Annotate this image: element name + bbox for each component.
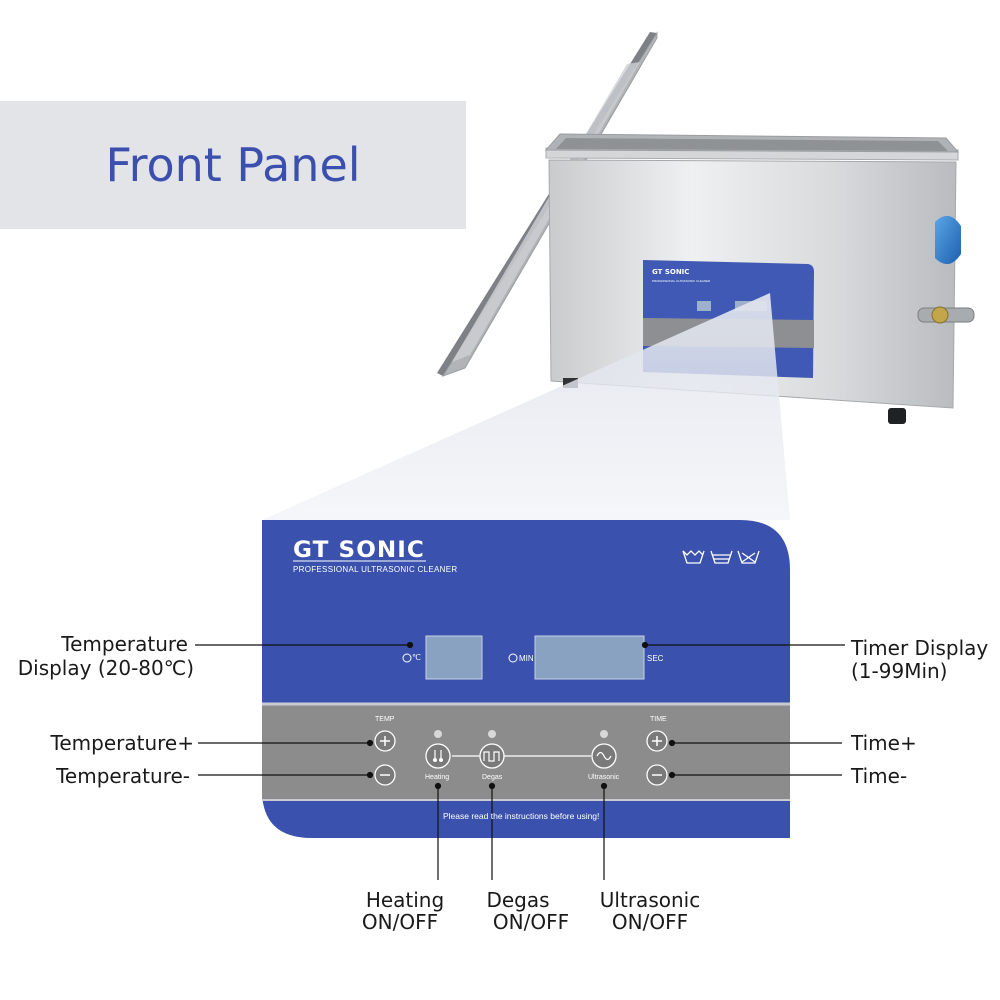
callout-timer-display-line2: (1-99Min) bbox=[851, 659, 948, 683]
time-section-label: TIME bbox=[650, 716, 667, 723]
clock-icon bbox=[508, 653, 518, 663]
ultrasonic-label: Ultrasonic bbox=[588, 774, 620, 781]
callout-temperature-display-line2: Display (20-80℃) bbox=[17, 656, 194, 680]
warning-text: Please read the instructions before usin… bbox=[443, 811, 600, 821]
degas-pulse-icon bbox=[483, 751, 500, 762]
callout-degas-line2: ON/OFF bbox=[492, 910, 570, 934]
sec-unit: SEC bbox=[647, 654, 664, 663]
callout-timer-display-line1: Timer Display bbox=[851, 636, 989, 660]
callout-temperature-minus: Temperature- bbox=[56, 764, 190, 788]
ultrasonic-button[interactable] bbox=[591, 743, 617, 769]
callout-ultrasonic-line1: Ultrasonic bbox=[599, 888, 701, 912]
temp-section-label: TEMP bbox=[375, 716, 395, 723]
control-panel bbox=[262, 520, 790, 838]
heating-button[interactable] bbox=[425, 743, 451, 769]
callout-degas-line1: Degas bbox=[486, 888, 550, 912]
thermometer-icon bbox=[402, 653, 412, 663]
brand-logo: GT SONIC bbox=[293, 538, 425, 563]
degas-label: Degas bbox=[482, 774, 503, 781]
wash-symbol-icon bbox=[682, 550, 705, 564]
brand-tagline: PROFESSIONAL ULTRASONIC CLEANER bbox=[293, 565, 458, 574]
callout-lines bbox=[195, 641, 845, 880]
callout-time-plus: Time+ bbox=[851, 731, 917, 755]
degas-button[interactable] bbox=[479, 743, 505, 769]
heating-label: Heating bbox=[425, 774, 450, 781]
mini-tagline: PROFESSIONAL ULTRASONIC CLEANER bbox=[652, 279, 711, 283]
time-plus-button[interactable] bbox=[646, 730, 668, 752]
page-title: Front Panel bbox=[105, 138, 361, 192]
callout-ultrasonic-line2: ON/OFF bbox=[611, 910, 689, 934]
temperature-display bbox=[425, 635, 483, 680]
time-minus-button[interactable] bbox=[646, 764, 668, 786]
timer-display bbox=[534, 635, 645, 680]
plus-icon bbox=[380, 736, 390, 746]
zoom-beam bbox=[262, 293, 790, 520]
callout-temperature-display-line1: Temperature bbox=[61, 632, 188, 656]
mini-brand-text: GT SONIC bbox=[652, 268, 689, 276]
ultrasonic-wave-icon bbox=[596, 751, 612, 761]
callout-heating-line2: ON/OFF bbox=[361, 910, 439, 934]
temperature-minus-button[interactable] bbox=[374, 764, 396, 786]
callout-temperature-plus: Temperature+ bbox=[50, 731, 194, 755]
min-unit: MIN bbox=[519, 654, 534, 663]
callout-time-minus: Time- bbox=[851, 764, 908, 788]
callout-heating-line1: Heating bbox=[365, 888, 445, 912]
wash-temp-symbol-icon bbox=[710, 550, 733, 564]
temp-unit: ℃ bbox=[412, 653, 421, 662]
wash-bleach-symbol-icon bbox=[737, 550, 760, 564]
title-band bbox=[0, 101, 466, 229]
temperature-plus-button[interactable] bbox=[374, 730, 396, 752]
